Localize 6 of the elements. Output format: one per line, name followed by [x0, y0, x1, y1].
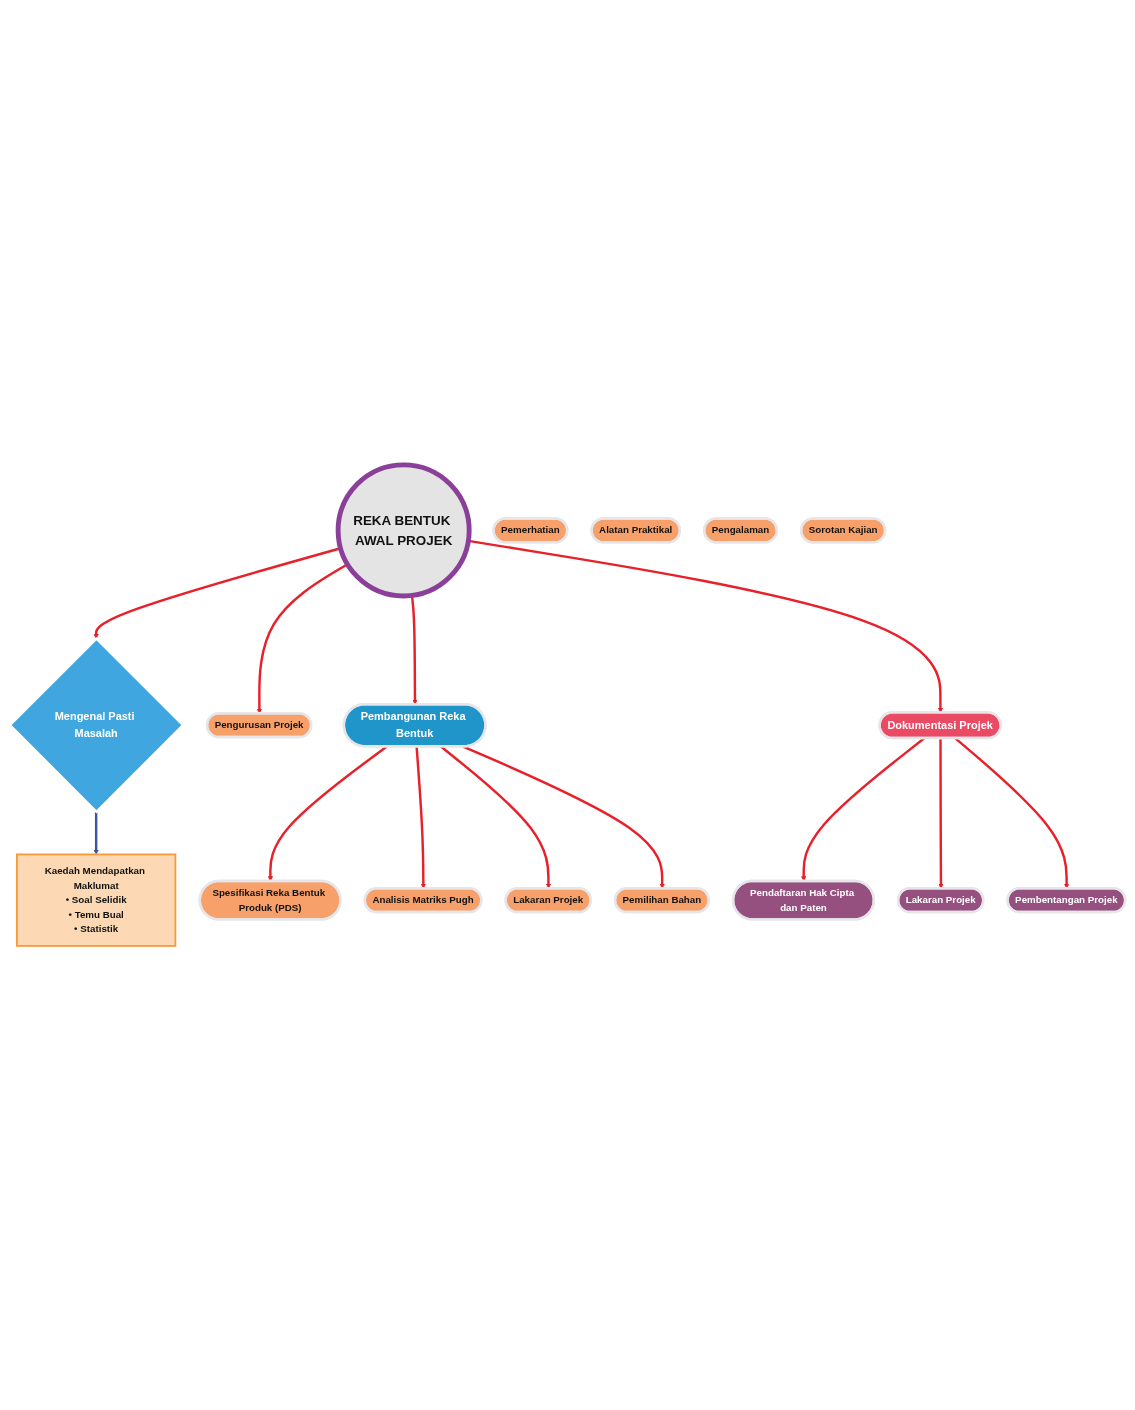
node-circle: REKA BENTUK AWAL PROJEK — [335, 462, 472, 598]
node-box: Kaedah Mendapatkan Maklumat • Soal Selidik • Temu Bual • Statistik — [16, 853, 177, 947]
arrow — [93, 811, 99, 855]
node-diamond: Mengenal Pasti Masalah — [8, 636, 185, 814]
arrow — [468, 539, 944, 713]
arrow — [93, 546, 341, 639]
